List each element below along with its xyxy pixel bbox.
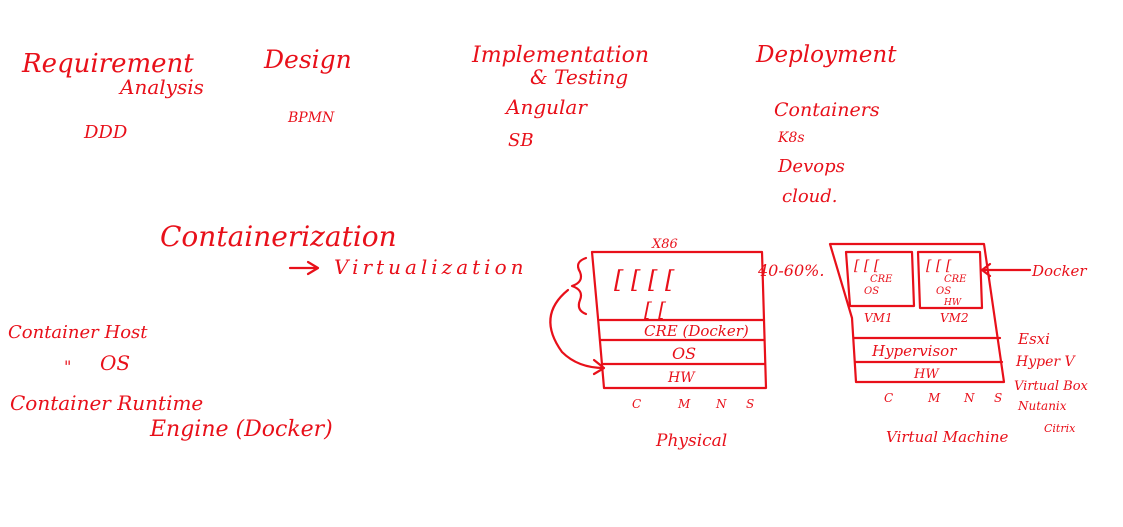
sdlc-containers: Containers	[774, 99, 880, 121]
containers-row-2: [ [	[644, 297, 666, 321]
container-host-label: Container Host	[8, 322, 148, 343]
sdlc-ddd: DDD	[83, 122, 128, 143]
hypervisor-example-virtualbox: Virtual Box	[1014, 379, 1089, 394]
loop-arrow	[549, 288, 606, 376]
os-label: OS	[100, 351, 130, 375]
container-brace	[570, 256, 588, 316]
vm2-os: OS	[936, 286, 951, 297]
vm1-label: VM1	[864, 311, 893, 325]
vm2-hw: HW	[943, 298, 962, 308]
cre-docker-layer: CRE (Docker)	[644, 322, 749, 340]
sdlc-bpmn: BPMN	[287, 110, 335, 126]
vm-resource-m: M	[927, 391, 941, 405]
vm2-cre: CRE	[944, 274, 967, 285]
vm-stack-box	[828, 242, 1006, 384]
sdlc-requirement: Requirement	[21, 49, 194, 79]
sdlc-testing: & Testing	[530, 65, 628, 89]
vm1-containers: [ [ [	[854, 258, 880, 274]
container-runtime-label: Container Runtime	[10, 391, 203, 415]
x86-label: X86	[651, 237, 678, 252]
sdlc-angular: Angular	[504, 95, 588, 119]
hypervisor-example-nutanix: Nutanix	[1017, 399, 1067, 413]
os-layer: OS	[672, 344, 696, 363]
physical-caption: Physical	[655, 431, 727, 451]
vm2-label: VM2	[940, 311, 969, 325]
resource-s: S	[746, 397, 754, 411]
vm2-containers: [ [ [	[926, 258, 952, 274]
sdlc-analysis: Analysis	[118, 75, 204, 99]
virtual-machine-caption: Virtual Machine	[886, 428, 1009, 446]
resource-c: C	[632, 397, 641, 411]
sdlc-implementation: Implementation	[471, 43, 649, 68]
resource-n: N	[715, 397, 727, 411]
hypervisor-example-citrix: Citrix	[1044, 422, 1076, 435]
docker-label: Docker	[1031, 262, 1087, 280]
vm-resource-n: N	[963, 391, 975, 405]
sdlc-devops: Devops	[777, 156, 845, 177]
sdlc-k8s: K8s	[777, 130, 805, 146]
vm2-box	[916, 250, 984, 310]
virtualization-title: Virtualization	[334, 255, 528, 279]
hypervisor-example-hyperv: Hyper V	[1015, 354, 1077, 370]
arrow-right-icon	[288, 260, 320, 276]
vm1-os: OS	[864, 286, 879, 297]
resource-m: M	[677, 397, 691, 411]
engine-docker-label: Engine (Docker)	[149, 417, 333, 442]
hw-layer: HW	[667, 370, 696, 386]
vm-resource-s: S	[994, 391, 1002, 405]
vm1-box	[844, 250, 916, 308]
ditto-mark: "	[64, 357, 71, 376]
vm-hw-layer: HW	[913, 367, 940, 382]
vm1-cre: CRE	[870, 274, 893, 285]
containerization-title: Containerization	[160, 220, 397, 253]
hypervisor-layer: Hypervisor	[871, 342, 957, 360]
vm-resource-c: C	[884, 391, 893, 405]
containers-row-1: [ [ [ [	[614, 266, 675, 294]
hypervisor-example-esxi: Esxi	[1017, 330, 1050, 348]
sdlc-deployment: Deployment	[755, 42, 897, 68]
docker-pointer-line	[980, 262, 1032, 278]
container-stack-box	[590, 250, 768, 390]
sdlc-cloud: cloud.	[782, 186, 838, 207]
percentage-note: 40-60%.	[757, 261, 824, 280]
sdlc-design: Design	[263, 45, 352, 74]
sdlc-sb: SB	[508, 130, 534, 151]
